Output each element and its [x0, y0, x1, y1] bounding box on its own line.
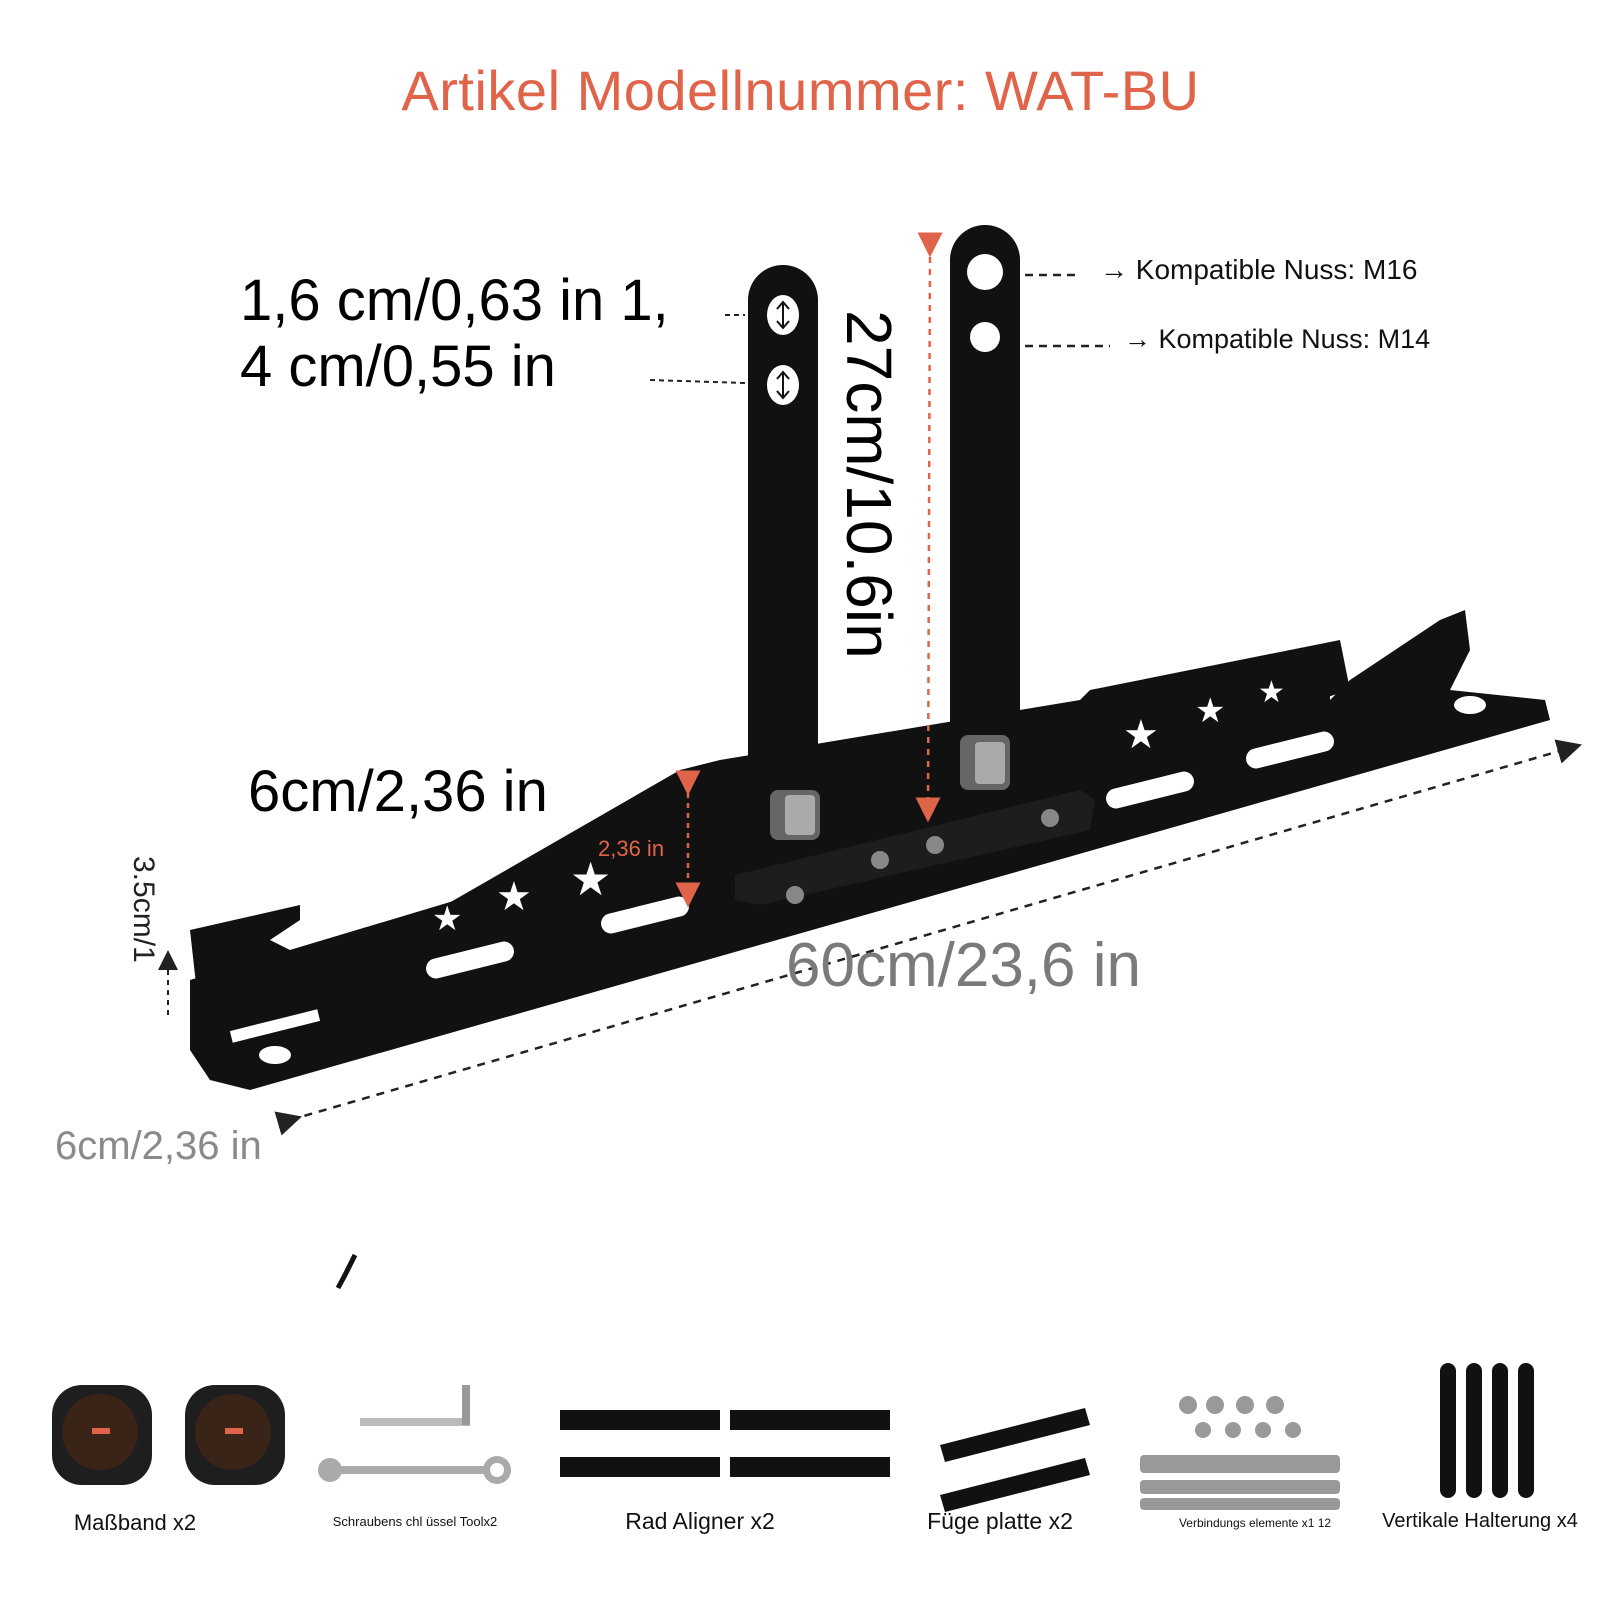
- fasteners: [1140, 1396, 1340, 1510]
- height-dimension-label: 27cm/10.6in: [833, 310, 905, 659]
- hole-size-line1: 1,6 cm/0,63 in 1,: [240, 268, 669, 333]
- small-height-label: 2,36 in: [598, 836, 665, 861]
- joining-plates-acc: [940, 1408, 1090, 1512]
- wrench-tools: [318, 1385, 511, 1484]
- accessory-label-wrench: Schraubens chl üssel Toolx2: [332, 1514, 498, 1529]
- accessory-label-aligner: Rad Aligner x2: [625, 1508, 775, 1534]
- length-dimension-label: 60cm/23,6 in: [786, 931, 1141, 1000]
- accessory-label-fasteners: Verbindungs elemente x1 12: [1178, 1516, 1332, 1530]
- width-dimension-label: 6cm/2,36 in: [248, 759, 548, 824]
- nut-m14-label: → Kompatible Nuss: M14: [1124, 324, 1431, 354]
- nut-m16-label: → Kompatible Nuss: M16: [1100, 254, 1418, 285]
- svg-text:★: ★: [496, 874, 532, 920]
- vertical-arm-right: [950, 225, 1020, 790]
- wheel-aligners: [560, 1410, 890, 1477]
- hole-size-line2: 4 cm/0,55 in: [240, 334, 556, 399]
- model-title: Artikel Modellnummer: WAT-BU: [401, 59, 1200, 122]
- svg-text:★: ★: [1195, 691, 1225, 731]
- accessory-label-plate: Füge platte x2: [927, 1508, 1073, 1534]
- svg-text:★: ★: [432, 899, 462, 939]
- dimension-lines: [158, 232, 1583, 1290]
- accessory-label-tape: Maßband x2: [73, 1510, 197, 1535]
- svg-text:★: ★: [1258, 675, 1285, 710]
- accessory-label-vertical: Vertikale Halterung x4: [1382, 1510, 1578, 1532]
- vertical-arm-left: [748, 265, 820, 840]
- hole-size-label: 1,6 cm/0,63 in 1, 4 cm/0,55 in: [240, 268, 669, 400]
- rail-height-label: 3.5cm/1: [127, 856, 160, 963]
- tape-measures: [52, 1385, 285, 1485]
- svg-text:★: ★: [1123, 712, 1159, 758]
- vertical-brackets-acc: [1440, 1363, 1534, 1498]
- bottom-width-label: 6cm/2,36 in: [55, 1124, 262, 1168]
